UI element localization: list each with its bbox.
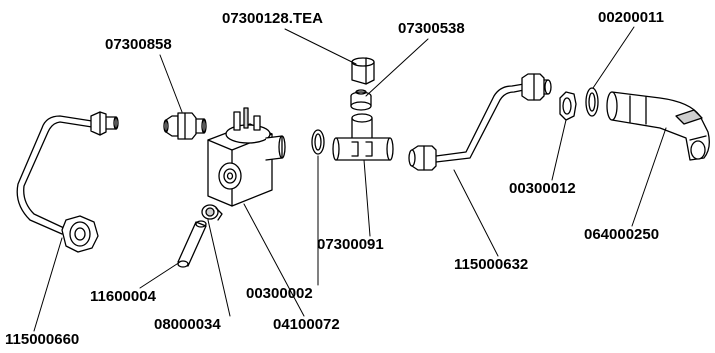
steam-wand-064000250-drawing <box>606 91 710 161</box>
label-00200011: 00200011 <box>598 9 664 26</box>
leader-07300858 <box>159 54 183 113</box>
leader-07300091 <box>363 159 371 237</box>
leader-115000632 <box>453 169 499 257</box>
label-11600004: 11600004 <box>90 288 156 305</box>
label-07300128-tea: 07300128.TEA <box>222 10 323 27</box>
cap-07300128-drawing <box>351 57 375 85</box>
leader-04100072 <box>243 203 305 317</box>
tee-fitting-07300091-drawing <box>332 113 394 161</box>
label-08000034: 08000034 <box>154 316 221 333</box>
leader-lines <box>33 26 667 332</box>
label-00300012: 00300012 <box>509 180 576 197</box>
label-07300858: 07300858 <box>105 36 172 53</box>
leader-08000034 <box>207 219 231 317</box>
ring-00300002-drawing <box>311 129 325 155</box>
label-07300091: 07300091 <box>317 236 384 253</box>
label-07300538: 07300538 <box>398 20 465 37</box>
clip-08000034-drawing <box>201 204 223 221</box>
label-00300002: 00300002 <box>246 285 313 302</box>
leader-07300128 <box>284 28 357 65</box>
nut-00300012-drawing <box>559 91 577 121</box>
leader-00300012 <box>551 119 567 181</box>
fitting-07300858-drawing <box>163 112 207 140</box>
leader-00200011 <box>592 26 635 89</box>
label-04100072: 04100072 <box>273 316 340 333</box>
leader-11600004 <box>139 261 181 289</box>
washer-00200011-drawing <box>585 87 599 117</box>
pipe-115000660-drawing <box>16 111 119 253</box>
pipe-115000632-drawing <box>408 73 552 171</box>
leader-07300538 <box>365 38 429 97</box>
solenoid-valve-04100072-drawing <box>207 107 286 207</box>
fitting-07300538-drawing <box>350 89 372 111</box>
label-115000660: 115000660 <box>5 331 80 348</box>
leader-064000250 <box>631 127 667 227</box>
tube-11600004-drawing <box>177 220 207 268</box>
label-064000250: 064000250 <box>584 226 660 243</box>
label-115000632: 115000632 <box>454 256 529 273</box>
leader-115000660 <box>33 237 63 332</box>
